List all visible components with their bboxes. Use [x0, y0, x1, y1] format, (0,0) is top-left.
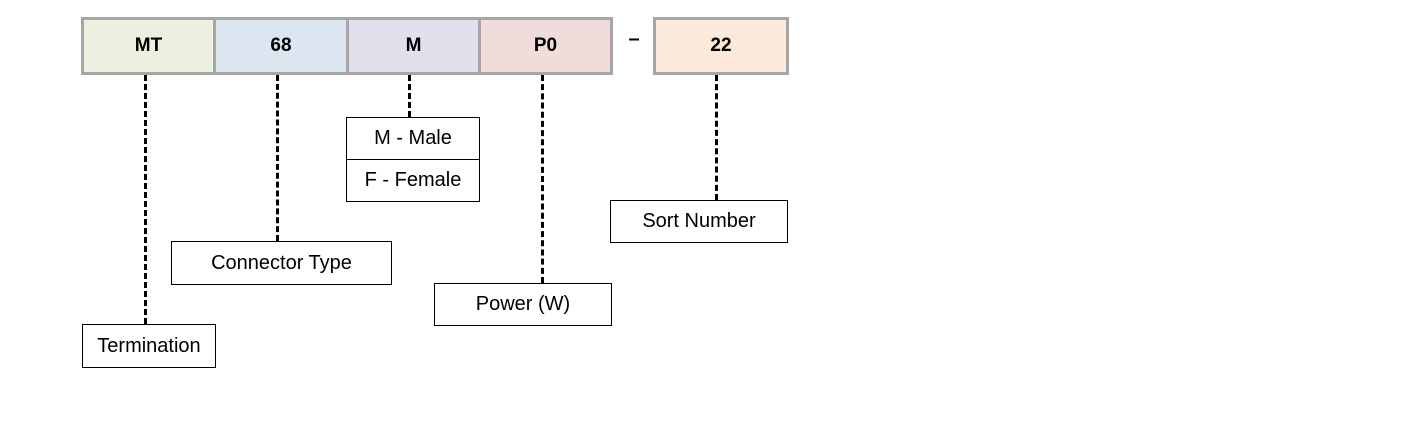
segment-connector-type-code: 68: [213, 17, 349, 75]
gender-option-female: F - Female: [347, 159, 479, 201]
connector-line-sort-number: [715, 75, 718, 200]
power-code-text: P0: [533, 35, 558, 56]
code-separator: –: [628, 28, 640, 50]
sort-number-label: Sort Number: [642, 210, 756, 232]
termination-code-text: MT: [134, 35, 163, 56]
connector-type-code-text: 68: [270, 35, 292, 56]
termination-label-box: Termination: [82, 324, 216, 368]
segment-gender-code: M: [346, 17, 481, 75]
gender-option-male-label: M - Male: [374, 127, 452, 149]
termination-label: Termination: [97, 334, 201, 357]
connector-line-gender: [408, 75, 411, 117]
segment-termination-code: MT: [81, 17, 216, 75]
connector-type-label-box: Connector Type: [171, 241, 392, 285]
sort-number-code-text: 22: [710, 35, 732, 56]
connector-line-power: [541, 75, 544, 283]
gender-option-female-label: F - Female: [364, 169, 462, 191]
gender-options-box: M - Male F - Female: [346, 117, 480, 202]
connector-type-label: Connector Type: [211, 251, 352, 274]
segment-sort-number-code: 22: [653, 17, 789, 75]
power-label-box: Power (W): [434, 283, 612, 326]
sort-number-label-box: Sort Number: [610, 200, 788, 243]
gender-option-male: M - Male: [347, 118, 479, 159]
power-label: Power (W): [475, 293, 571, 315]
gender-code-text: M: [405, 35, 422, 56]
connector-line-termination: [144, 75, 147, 324]
segment-power-code: P0: [478, 17, 613, 75]
connector-line-connector-type: [276, 75, 279, 241]
